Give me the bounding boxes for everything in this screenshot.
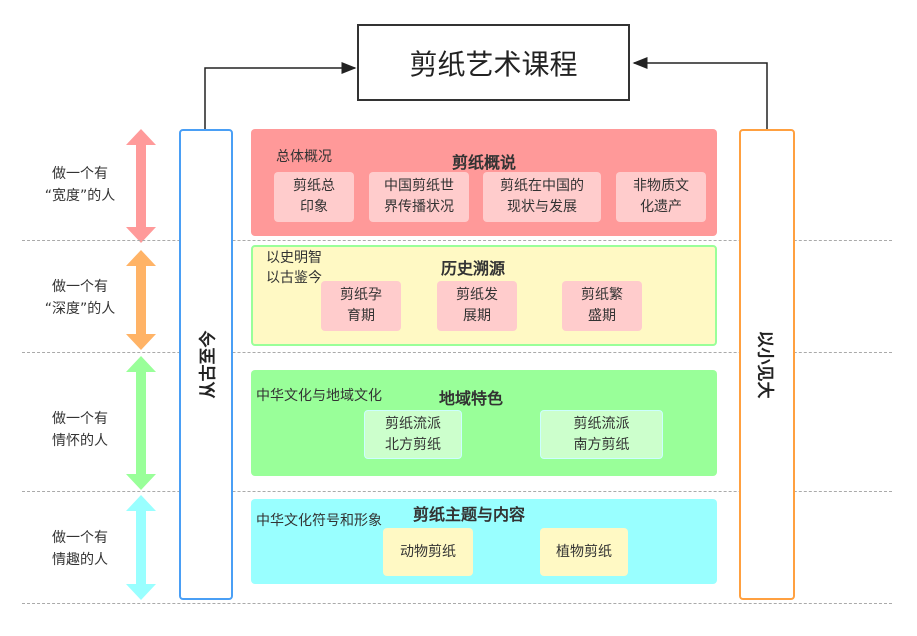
left-axis-box: 从古至今 xyxy=(179,129,233,600)
side-label-line: 做一个有 xyxy=(52,166,108,182)
divider xyxy=(22,352,892,353)
card-line: 动物剪纸 xyxy=(400,543,456,560)
divider xyxy=(22,240,892,241)
side-label-line: 做一个有 xyxy=(52,411,108,427)
band-overview: 剪纸概说 总体概况 剪纸总印象 中国剪纸世界传播状况 剪纸在中国的现状与发展 非… xyxy=(251,129,717,236)
card-line: 展期 xyxy=(463,308,491,324)
side-label: 做一个有情怀的人 xyxy=(30,408,130,452)
card-line: 植物剪纸 xyxy=(556,543,612,560)
side-label: 做一个有 “深度”的人 xyxy=(30,276,130,320)
card-line: 非物质文 xyxy=(633,178,689,194)
double-arrow-icon xyxy=(126,495,156,600)
side-label-line: 情趣的人 xyxy=(52,552,108,568)
card-line: 界传播状况 xyxy=(384,199,454,215)
divider xyxy=(22,603,892,604)
side-label-line: 做一个有 xyxy=(52,530,108,546)
card: 剪纸孕育期 xyxy=(321,281,401,331)
band-note: 总体概况 xyxy=(276,149,332,165)
side-label-line: “深度”的人 xyxy=(44,301,116,317)
card: 剪纸总印象 xyxy=(274,172,354,222)
card-line: 南方剪纸 xyxy=(573,436,630,453)
band-note: 中华文化符号和形象 xyxy=(256,513,382,529)
card-line: 盛期 xyxy=(588,308,616,324)
card-line: 化遗产 xyxy=(640,199,682,215)
double-arrow-icon xyxy=(126,129,156,243)
double-arrow-icon xyxy=(126,356,156,490)
card-line: 中国剪纸世 xyxy=(384,178,454,194)
card: 剪纸发展期 xyxy=(437,281,517,331)
card-line: 剪纸流派 xyxy=(385,415,441,432)
card-line: 剪纸繁 xyxy=(581,287,623,303)
band-history: 历史溯源 以史明智以古鉴今 剪纸孕育期 剪纸发展期 剪纸繁盛期 xyxy=(251,245,717,346)
band-title: 剪纸概说 xyxy=(452,153,517,172)
side-label-line: 做一个有 xyxy=(52,279,108,295)
card: 动物剪纸 xyxy=(383,528,473,576)
side-label-line: 情怀的人 xyxy=(52,433,108,449)
right-axis-box: 以小见大 xyxy=(739,129,795,600)
right-connector xyxy=(632,57,768,129)
band-title: 历史溯源 xyxy=(441,259,506,278)
note-line: 以史明智 xyxy=(266,250,322,266)
card: 剪纸繁盛期 xyxy=(562,281,642,331)
band-themes: 剪纸主题与内容 中华文化符号和形象 动物剪纸 植物剪纸 xyxy=(251,499,717,584)
course-title: 剪纸艺术课程 xyxy=(357,24,630,101)
card: 剪纸流派北方剪纸 xyxy=(364,410,462,459)
card-line: 剪纸流派 xyxy=(573,415,630,432)
side-label: 做一个有情趣的人 xyxy=(30,527,130,571)
card-line: 北方剪纸 xyxy=(385,436,441,453)
double-arrow-icon xyxy=(126,250,156,350)
card-line: 剪纸总 xyxy=(293,178,335,194)
band-title: 地域特色 xyxy=(439,389,504,408)
note-line: 以古鉴今 xyxy=(266,270,322,286)
card-line: 印象 xyxy=(300,199,328,215)
divider xyxy=(22,491,892,492)
left-axis-label: 从古至今 xyxy=(198,330,219,399)
band-note: 中华文化与地域文化 xyxy=(256,388,382,404)
card: 非物质文化遗产 xyxy=(616,172,706,222)
card: 剪纸流派南方剪纸 xyxy=(540,410,663,459)
side-label: 做一个有 “宽度”的人 xyxy=(30,163,130,207)
right-axis-label: 以小见大 xyxy=(754,330,775,399)
card-line: 育期 xyxy=(347,308,375,324)
side-label-line: “宽度”的人 xyxy=(44,188,116,204)
card-line: 剪纸孕 xyxy=(340,287,382,303)
band-title: 剪纸主题与内容 xyxy=(413,505,526,524)
left-connector xyxy=(204,62,357,129)
card: 中国剪纸世界传播状况 xyxy=(369,172,469,222)
card-line: 剪纸发 xyxy=(456,287,498,303)
band-regional: 地域特色 中华文化与地域文化 剪纸流派北方剪纸 剪纸流派南方剪纸 xyxy=(251,370,717,476)
card-line: 现状与发展 xyxy=(507,199,577,215)
card: 剪纸在中国的现状与发展 xyxy=(483,172,601,222)
card: 植物剪纸 xyxy=(540,528,628,576)
card-line: 剪纸在中国的 xyxy=(500,178,584,194)
band-note: 以史明智以古鉴今 xyxy=(266,248,322,288)
